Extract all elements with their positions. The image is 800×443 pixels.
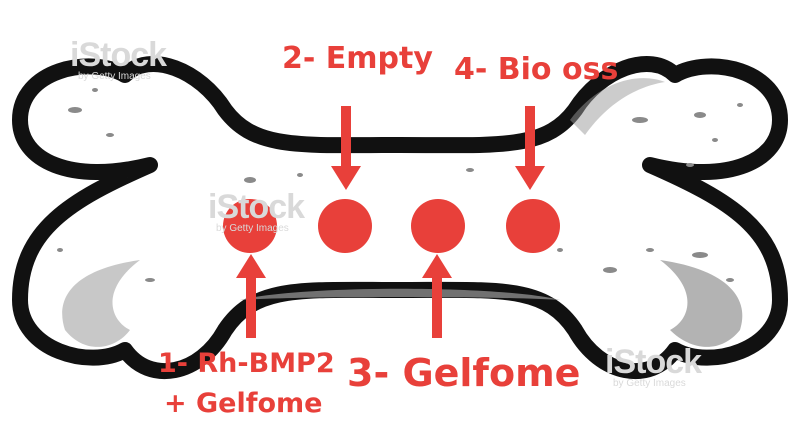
label-site-1-line-1: 1- Rh-BMP2 <box>158 348 335 379</box>
bone-shading-top <box>570 78 665 135</box>
watermark-byline: by Getty Images <box>78 71 151 82</box>
bone-specks <box>57 88 743 282</box>
bone-outline <box>12 56 788 379</box>
arrow-up-site-1 <box>236 254 266 338</box>
bone-shading-right <box>660 260 743 347</box>
watermark-brand: iStock <box>208 188 305 226</box>
watermark: iStock by Getty Images <box>208 188 305 234</box>
arrow-up-site-3 <box>422 254 452 338</box>
watermark-byline: by Getty Images <box>216 223 289 234</box>
bone-shading-bottom <box>240 288 560 300</box>
watermark-brand: iStock <box>70 36 167 74</box>
arrow-down-site-2 <box>331 106 361 190</box>
site-circle-2 <box>318 199 372 253</box>
label-site-2: 2- Empty <box>282 41 433 76</box>
label-site-3: 3- Gelfome <box>347 351 581 395</box>
label-site-1-line-2: + Gelfome <box>164 388 323 419</box>
site-circle-3 <box>411 199 465 253</box>
watermark: iStock by Getty Images <box>605 343 702 389</box>
watermark-byline: by Getty Images <box>613 378 686 389</box>
site-circle-4 <box>506 199 560 253</box>
watermark-brand: iStock <box>605 343 702 381</box>
site-circle-1 <box>223 199 277 253</box>
arrow-down-site-4 <box>515 106 545 190</box>
watermark: iStock by Getty Images <box>70 36 167 82</box>
bone-shading-left <box>62 260 140 347</box>
label-site-4: 4- Bio oss <box>454 52 619 87</box>
